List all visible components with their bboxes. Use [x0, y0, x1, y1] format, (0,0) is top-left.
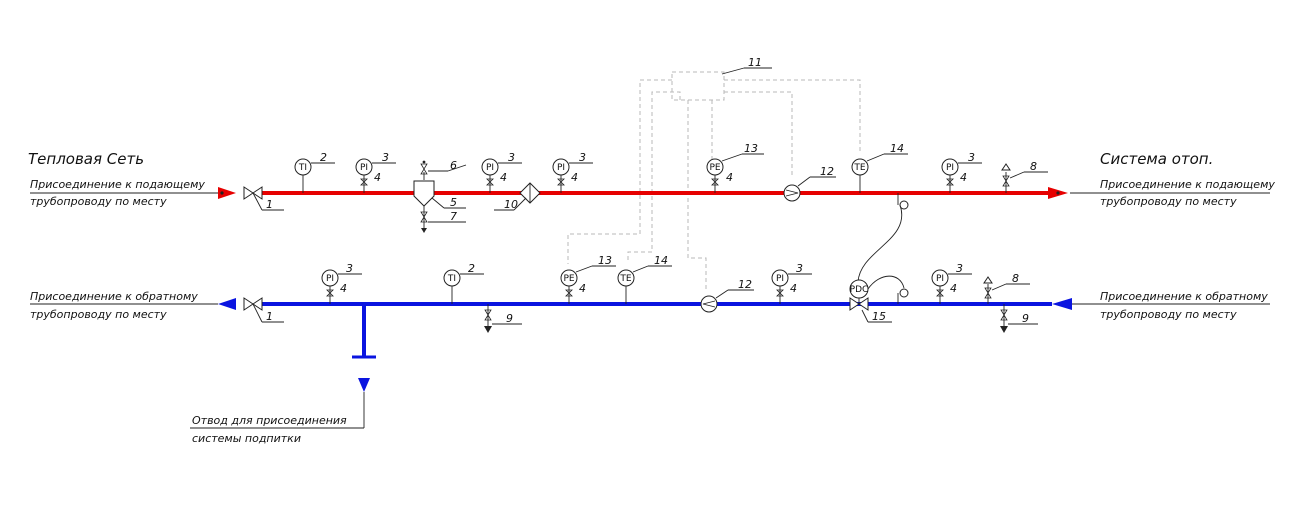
- svg-text:3: 3: [382, 151, 389, 164]
- svg-text:7: 7: [450, 210, 457, 223]
- svg-text:4: 4: [579, 282, 586, 295]
- svg-text:PI: PI: [486, 163, 494, 173]
- return-pipeline: [30, 298, 1270, 429]
- svg-text:3: 3: [508, 151, 515, 164]
- svg-text:3: 3: [346, 262, 353, 275]
- supply-left-label-1: Присоединение к подающему: [30, 178, 205, 191]
- dash-line-pump12-return: [687, 100, 707, 290]
- svg-text:10: 10: [504, 198, 518, 211]
- controller-box: [671, 71, 725, 101]
- svg-text:9: 9: [506, 312, 513, 325]
- filter-10: 10: [494, 182, 541, 211]
- supply-left-label-2: трубопроводу по месту: [30, 195, 167, 208]
- svg-text:3: 3: [968, 151, 975, 164]
- svg-text:PE: PE: [563, 274, 574, 284]
- svg-text:14: 14: [654, 254, 668, 267]
- svg-text:PI: PI: [326, 274, 334, 284]
- thermometer-ti-return: TI 2: [443, 262, 484, 304]
- svg-text:PI: PI: [360, 163, 368, 173]
- pressure-gauge-pi-return-1: PI 3 4: [321, 262, 362, 304]
- return-left-label-1: Присоединение к обратному: [30, 290, 198, 303]
- svg-text:6: 6: [450, 159, 457, 172]
- gate-valve-return: 1: [243, 297, 284, 323]
- air-vent-8-return: 8: [983, 272, 1030, 304]
- pressure-gauge-pi-1: PI 3 4: [355, 151, 396, 193]
- label-2: 2: [320, 151, 327, 164]
- air-vent-8-supply: 8: [1001, 160, 1048, 193]
- strainer-5: 6 5 7: [413, 159, 467, 233]
- label-1-supply: 1: [266, 198, 273, 211]
- ti-tag: TI: [298, 163, 307, 173]
- svg-text:PDC: PDC: [850, 285, 869, 295]
- svg-text:4: 4: [500, 171, 507, 184]
- right-title: Система отоп.: [1100, 150, 1213, 168]
- pressure-gauge-pi-4: PI 3 4: [941, 151, 982, 193]
- pressure-gauge-pi-2: PI 3 4: [481, 151, 522, 193]
- drain-9-return-right: 9: [1000, 304, 1038, 333]
- dash-line-te14-supply: [724, 79, 861, 154]
- pressure-gauge-pi-return-3: PI 3 4: [931, 262, 972, 304]
- supply-pipeline: [30, 187, 1270, 199]
- svg-text:3: 3: [579, 151, 586, 164]
- svg-text:2: 2: [468, 262, 475, 275]
- dash-line-pe13-return: [567, 79, 672, 264]
- drain-9-return-left: 9: [484, 304, 522, 333]
- svg-text:TE: TE: [853, 163, 865, 173]
- label-1-return: 1: [266, 310, 273, 323]
- pressure-gauge-pi-return-2: PI 3 4: [771, 262, 812, 304]
- svg-text:PI: PI: [946, 163, 954, 173]
- pressure-gauge-pi-3: PI 3 4: [552, 151, 593, 193]
- makeup-label-1: Отвод для присоединения: [192, 414, 347, 427]
- svg-text:PI: PI: [557, 163, 565, 173]
- label-11: 11: [748, 56, 762, 69]
- svg-text:12: 12: [738, 278, 752, 291]
- supply-right-label-2: трубопроводу по месту: [1100, 195, 1237, 208]
- svg-text:4: 4: [571, 171, 578, 184]
- return-right-label-2: трубопроводу по месту: [1100, 308, 1237, 321]
- svg-text:14: 14: [890, 142, 904, 155]
- svg-text:PI: PI: [936, 274, 944, 284]
- left-title: Тепловая Сеть: [28, 150, 144, 168]
- svg-text:4: 4: [340, 282, 347, 295]
- svg-text:4: 4: [950, 282, 957, 295]
- thermometer-ti-supply: TI 2: [294, 151, 335, 193]
- svg-text:4: 4: [960, 171, 967, 184]
- svg-text:TI: TI: [447, 274, 456, 284]
- svg-text:8: 8: [1012, 272, 1019, 285]
- svg-text:PI: PI: [776, 274, 784, 284]
- svg-text:12: 12: [820, 165, 834, 178]
- dash-line-pump12-supply: [724, 91, 793, 176]
- return-left-label-2: трубопроводу по месту: [30, 308, 167, 321]
- svg-text:3: 3: [956, 262, 963, 275]
- svg-text:PE: PE: [709, 163, 720, 173]
- pump-12-supply: 12: [783, 165, 836, 202]
- supply-right-label-1: Присоединение к подающему: [1100, 178, 1275, 191]
- pdc-regulator-15: PDC 15: [849, 275, 909, 323]
- temperature-sensor-te-supply: TE 14: [851, 142, 908, 193]
- svg-text:4: 4: [726, 171, 733, 184]
- svg-text:5: 5: [450, 196, 457, 209]
- pressure-sensor-pe-supply: PE 13 4: [706, 142, 764, 193]
- svg-text:TE: TE: [619, 274, 631, 284]
- svg-text:13: 13: [598, 254, 612, 267]
- svg-text:4: 4: [374, 171, 381, 184]
- temperature-sensor-te-return: TE 14: [617, 254, 672, 304]
- svg-text:8: 8: [1030, 160, 1037, 173]
- pump-12-return: 12: [700, 278, 754, 313]
- svg-text:3: 3: [796, 262, 803, 275]
- dash-line-te14-return: [627, 91, 681, 262]
- svg-text:15: 15: [872, 310, 886, 323]
- control-signal-lines: [567, 71, 861, 290]
- makeup-label-2: системы подпитки: [192, 432, 301, 445]
- pressure-sensor-pe-return: PE 13 4: [560, 254, 616, 304]
- svg-text:9: 9: [1022, 312, 1029, 325]
- impulse-tap-supply: [857, 193, 909, 283]
- svg-text:13: 13: [744, 142, 758, 155]
- return-right-label-1: Присоединение к обратному: [1100, 290, 1268, 303]
- gate-valve-supply: 1: [243, 186, 284, 211]
- svg-text:4: 4: [790, 282, 797, 295]
